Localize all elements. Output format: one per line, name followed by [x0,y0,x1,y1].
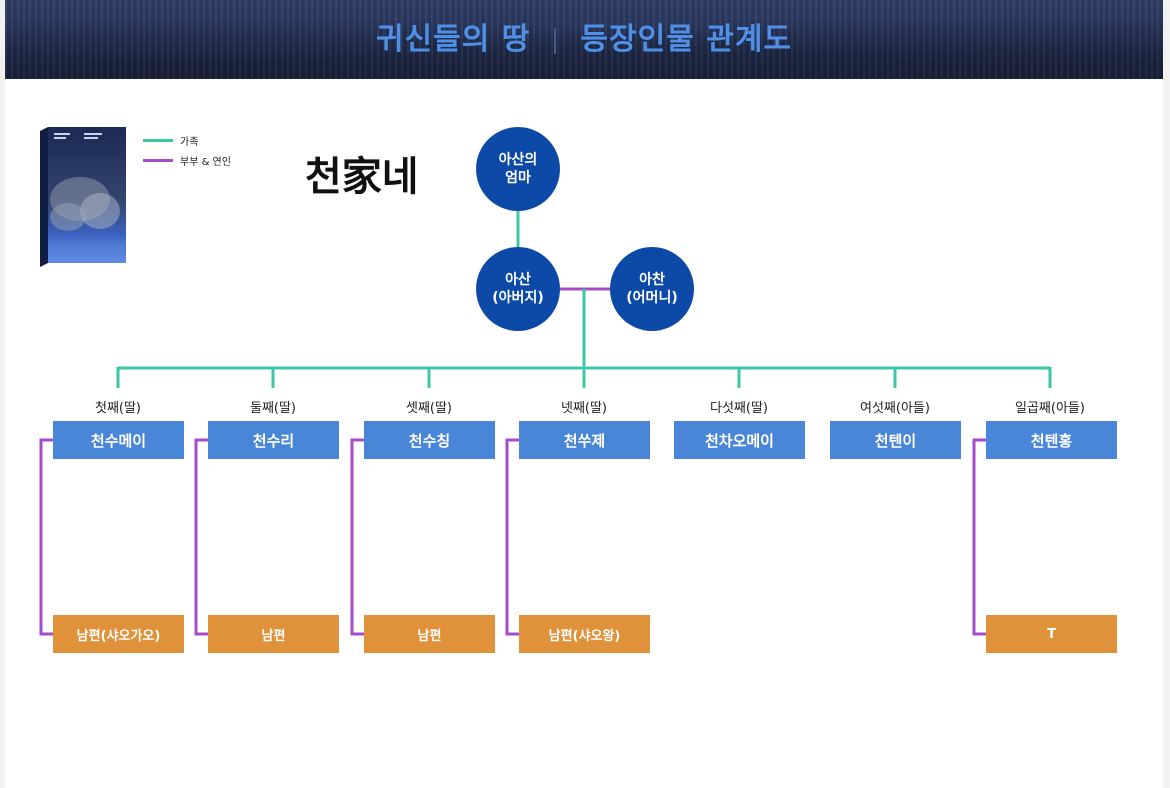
couple-line-brackets [39,438,986,636]
legend-item-couple: 부부 & 연인 [143,150,231,170]
banner-title: 귀신들의 땅 등장인물 관계도 [5,14,1163,58]
child-rank-label: 넷째(딸) [560,401,608,416]
couple-bracket-3 [350,438,364,636]
banner-texture [5,0,1163,79]
child-rank-label: 둘째(딸) [249,401,297,416]
child-box: 천수리 [208,421,339,459]
banner-title-part2: 등장인물 관계도 [580,22,793,57]
node-father-line1: 아산 [505,272,531,288]
node-mother: 아찬 (어머니) [610,247,694,331]
child-box: 천수메이 [53,421,184,459]
child-box: 천텐홍 [986,421,1117,459]
spouse-box: T [986,615,1117,653]
legend-couple-swatch [143,158,173,162]
node-father: 아산 (아버지) [476,247,560,331]
child-rank-label: 일곱째(아들) [1015,401,1085,416]
legend-item-family: 가족 [143,130,231,150]
spouse-box: 남편(샤오왕) [519,615,650,653]
node-mother-line2: (어머니) [626,290,678,306]
book-cover-image [40,127,126,267]
couple-bracket-1 [39,438,53,636]
node-father-line2: (아버지) [492,290,544,306]
banner-title-part1: 귀신들의 땅 [375,22,531,57]
child-rank-label: 다섯째(딸) [710,401,768,416]
family-line-drops [116,367,1052,388]
node-grandmother: 아산의 엄마 [476,127,560,211]
child-box: 천텐이 [830,421,961,459]
spouse-box: 남편(샤오가오) [53,615,184,653]
spouse-box: 남편 [364,615,495,653]
legend: 가족 부부 & 연인 [143,130,231,170]
couple-bracket-7 [972,438,986,636]
node-grandmother-line1: 아산의 [498,152,538,168]
legend-couple-label: 부부 & 연인 [180,156,231,168]
child-box: 천쑤제 [519,421,650,459]
spouse-box: 남편 [208,615,339,653]
child-rank-label: 여섯째(아들) [860,401,930,416]
child-box: 천수칭 [364,421,495,459]
family-title: 천家네 [305,153,419,200]
child-rank-label: 셋째(딸) [405,401,453,416]
child-rank-label: 첫째(딸) [94,401,142,416]
header-banner: 귀신들의 땅 등장인물 관계도 [5,0,1163,79]
page-background [5,0,1163,788]
legend-family-swatch [143,138,173,142]
couple-bracket-2 [194,438,208,636]
node-mother-line1: 아찬 [639,272,665,288]
banner-separator [554,27,557,54]
node-grandmother-line2: 엄마 [505,170,531,186]
couple-bracket-4 [505,438,519,636]
legend-family-label: 가족 [180,136,199,148]
child-box: 천차오메이 [674,421,805,459]
